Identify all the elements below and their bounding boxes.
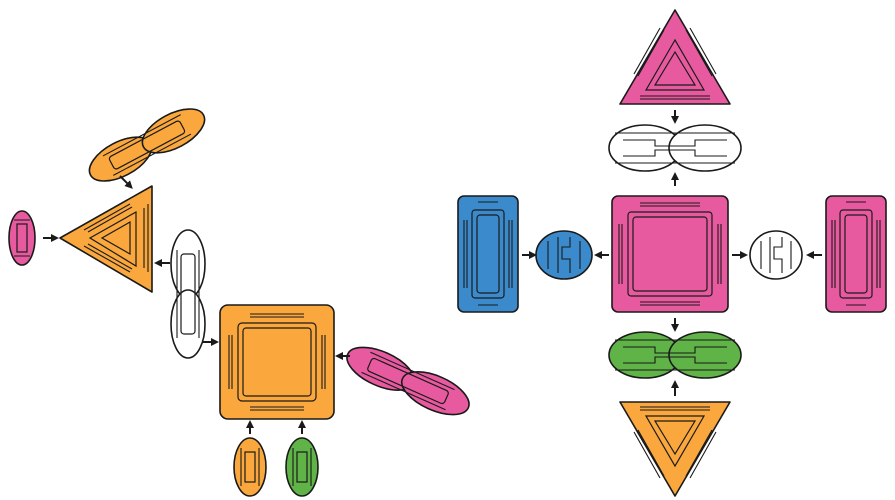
left-arrows (43, 175, 350, 434)
orange-triangle-tile (59, 185, 153, 293)
right-assembly (457, 9, 887, 497)
pink-square-tile (611, 195, 729, 313)
green-single-connector-bottom (285, 437, 319, 497)
pink-rectangle-tile (825, 195, 887, 313)
blue-rectangle-tile (457, 195, 519, 313)
pink-double-connector (346, 346, 470, 416)
orange-double-connector (88, 108, 206, 182)
orange-triangle-tile-bottom (619, 401, 731, 497)
blue-single-connector (535, 230, 593, 280)
green-double-connector (608, 331, 742, 379)
pink-triangle-tile (619, 9, 731, 105)
pink-single-connector-left (8, 210, 36, 266)
right-arrows (522, 110, 822, 396)
white-double-connector-left (170, 229, 206, 359)
orange-square-tile (219, 304, 335, 420)
left-assembly (8, 108, 470, 497)
arrow (119, 175, 133, 189)
white-single-connector-right (749, 230, 803, 280)
white-double-connector-top (608, 124, 742, 172)
orange-single-connector-bottom (233, 437, 267, 497)
